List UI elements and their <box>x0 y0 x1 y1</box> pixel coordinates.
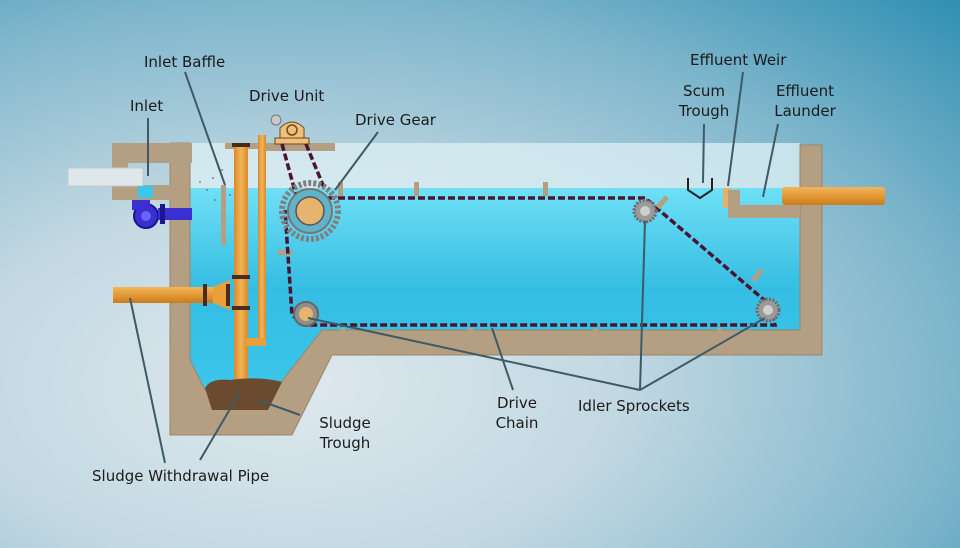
scum-trough <box>687 178 713 200</box>
label-drive-chain: Drive Chain <box>492 393 542 433</box>
label-inlet: Inlet <box>130 97 164 115</box>
inlet-baffle <box>221 185 226 245</box>
sludge-withdrawal-pipe-vertical <box>234 143 248 388</box>
label-scum-trough-line1: Scum <box>683 82 725 100</box>
effluent-weir <box>723 188 731 208</box>
label-drive-chain-line2: Chain <box>495 414 539 432</box>
leader-lines <box>129 71 779 464</box>
label-drive-unit: Drive Unit <box>249 87 325 105</box>
idler-sprocket-icon <box>755 297 781 323</box>
label-effluent-launder-line1: Effluent <box>775 82 835 100</box>
label-sludge-trough-line1: Sludge <box>319 414 371 432</box>
effluent-launder <box>728 190 800 218</box>
label-sludge-trough: Sludge Trough <box>315 413 375 453</box>
pump-icon <box>132 200 192 229</box>
drive-platform <box>265 143 335 151</box>
drive-unit-icon <box>270 114 310 145</box>
effluent-pipe <box>782 187 885 205</box>
flights <box>278 182 722 340</box>
label-effluent-launder-line2: Launder <box>774 102 836 120</box>
water-body <box>190 188 800 390</box>
idler-sprocket-icon <box>632 198 658 224</box>
label-drive-chain-line1: Drive <box>497 394 537 412</box>
label-drive-gear: Drive Gear <box>355 111 436 129</box>
label-scum-trough-line2: Trough <box>678 102 730 120</box>
label-effluent-launder: Effluent Launder <box>770 81 840 121</box>
label-idler-sprockets: Idler Sprockets <box>578 397 690 415</box>
idler-sprocket-icon <box>293 301 319 327</box>
drive-gear-icon <box>279 180 341 242</box>
label-sludge-withdrawal-pipe: Sludge Withdrawal Pipe <box>92 467 270 485</box>
label-sludge-trough-line2: Trough <box>319 434 371 452</box>
inlet-pipe <box>67 167 144 187</box>
sludge-withdrawal-pipe <box>113 287 213 303</box>
label-scum-trough: Scum Trough <box>674 81 734 121</box>
label-effluent-weir: Effluent Weir <box>690 51 787 69</box>
inlet-channel-top <box>112 143 192 163</box>
label-inlet-baffle: Inlet Baffle <box>144 53 226 71</box>
